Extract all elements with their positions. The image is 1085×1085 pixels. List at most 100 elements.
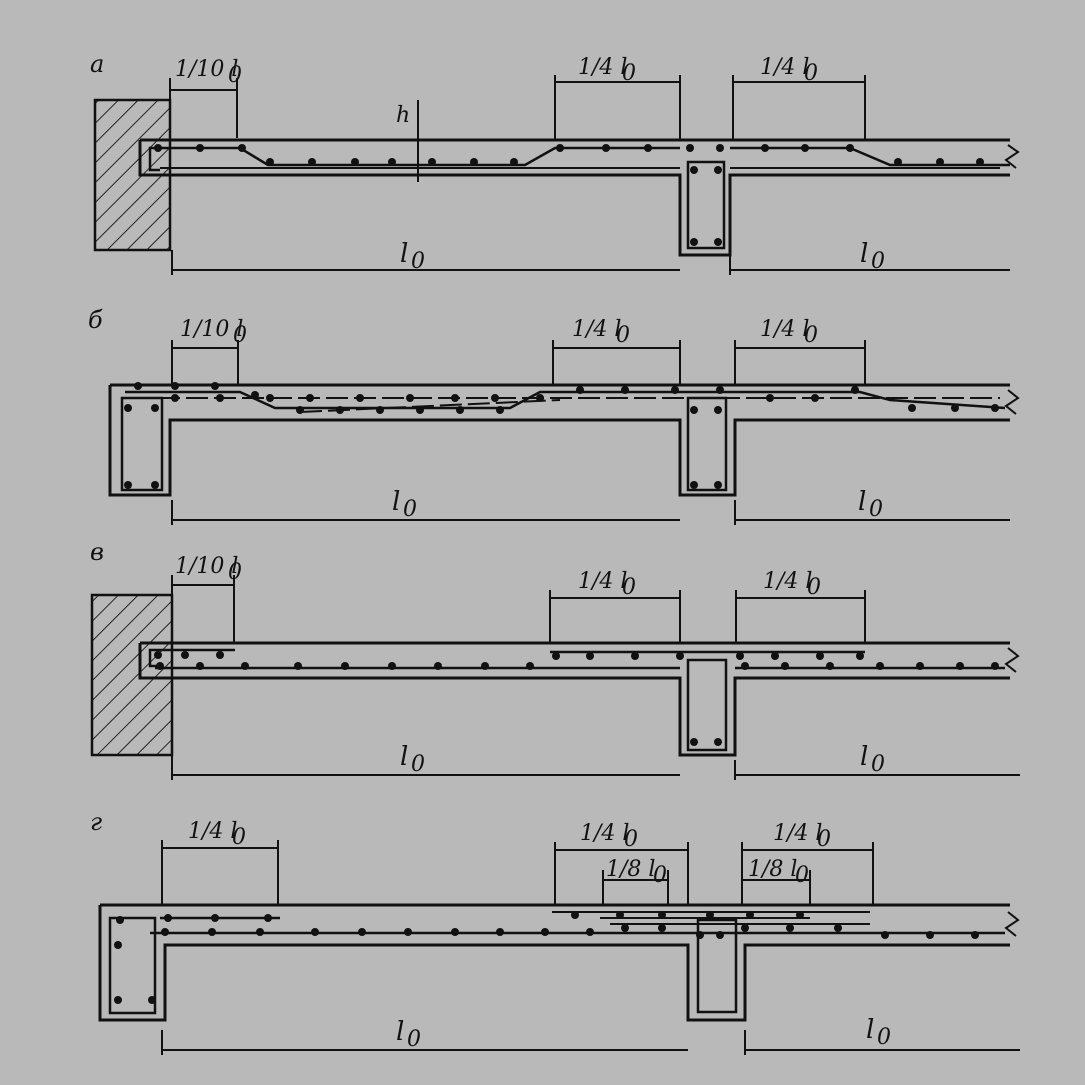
rebar-dot — [171, 382, 179, 390]
panel-a-height-label: h — [396, 103, 410, 128]
panel-b-dim-line-left — [171, 340, 239, 385]
rebar-dot — [451, 394, 459, 402]
rebar-dot — [341, 662, 349, 670]
panel-c-beam-stirrup — [686, 658, 728, 752]
panel-c-dim-mid: 1/4 l — [578, 569, 627, 594]
panel-a-span-right: l — [860, 239, 868, 269]
rebar-dot — [216, 394, 224, 402]
rebar-dot — [690, 406, 698, 414]
rebar-dot — [196, 144, 204, 152]
panel-a-dim-line-mid — [554, 75, 681, 140]
rebar-dot — [171, 394, 179, 402]
rebar-dot — [926, 931, 934, 939]
panel-a: а 1/10 l 0 1/4 l 0 1/4 l 0 h l 0 l 0 — [90, 50, 1020, 275]
rebar-dot — [451, 928, 459, 936]
panel-b-slab — [108, 383, 1010, 497]
rebar-dot — [716, 144, 724, 152]
panel-b-span-line — [171, 500, 1010, 525]
rebar-dot — [741, 924, 749, 932]
panel-b-span-right: l — [858, 487, 866, 517]
panel-b-rebar-top — [125, 390, 1006, 410]
panel-c-dim-right: 1/4 l — [763, 569, 812, 594]
panel-a-dim-line-left — [169, 78, 238, 138]
rebar-dot — [306, 394, 314, 402]
rebar-dot — [616, 911, 624, 919]
panel-c-wall — [90, 593, 174, 757]
rebar-dot — [816, 652, 824, 660]
rebar-dot — [991, 404, 999, 412]
panel-c-dim-line-mid — [549, 590, 681, 643]
rebar-dot — [196, 662, 204, 670]
panel-a-dim-right-sub: 0 — [804, 61, 818, 86]
rebar-dot — [358, 928, 366, 936]
panel-d-span-left: l — [396, 1017, 404, 1047]
rebar-dot — [552, 652, 560, 660]
panel-d-span-left-sub: 0 — [407, 1027, 421, 1052]
rebar-dot — [164, 914, 172, 922]
panel-d-dim-line-left — [161, 840, 279, 905]
rebar-dot — [294, 662, 302, 670]
rebar-dot — [786, 924, 794, 932]
rebar-dot — [264, 914, 272, 922]
rebar-dot — [706, 911, 714, 919]
rebar-dot — [388, 662, 396, 670]
rebar-dot — [766, 394, 774, 402]
rebar-dot — [536, 394, 544, 402]
rebar-dot — [671, 386, 679, 394]
panel-a-dim-mid-sub: 0 — [622, 61, 636, 86]
rebar-dot — [404, 928, 412, 936]
rebar-dot — [716, 931, 724, 939]
rebar-dot — [690, 166, 698, 174]
panel-d: г 1/4 l 0 1/4 l 0 1/8 l 0 1/4 l 0 1/8 l … — [90, 808, 1020, 1055]
panel-c-span-right: l — [860, 742, 868, 772]
panel-c: в 1/10 l 0 1/4 l 0 1/4 l 0 l 0 l 0 — [90, 538, 1020, 780]
rebar-dot — [116, 916, 124, 924]
panel-b-span-left-sub: 0 — [403, 497, 417, 522]
rebar-dot — [846, 144, 854, 152]
panel-d-span-line — [161, 1030, 1020, 1055]
rebar-dot — [496, 928, 504, 936]
rebar-dot — [154, 651, 162, 659]
panel-b-dim-right-sub: 0 — [804, 323, 818, 348]
panel-c-break-mark — [1004, 647, 1020, 673]
rebar-dot — [256, 928, 264, 936]
rebar-dot — [211, 382, 219, 390]
panel-c-letter: в — [90, 538, 104, 566]
rebar-dot — [714, 238, 722, 246]
panel-a-letter: а — [90, 50, 104, 78]
rebar-dot — [714, 166, 722, 174]
rebar-dot — [690, 238, 698, 246]
rebar-dot — [161, 928, 169, 936]
rebar-dot — [916, 662, 924, 670]
panel-a-span-right-sub: 0 — [871, 249, 885, 274]
panel-a-span-left: l — [400, 239, 408, 269]
panel-d-sub-left: 1/8 l — [606, 857, 655, 882]
rebar-dot — [238, 144, 246, 152]
rebar-dot — [676, 652, 684, 660]
panel-b-break-mark — [1004, 389, 1020, 415]
rebar-dot — [541, 928, 549, 936]
panel-d-sub-left-sub: 0 — [653, 863, 667, 888]
rebar-dot — [211, 914, 219, 922]
panel-d-dim-mid-sub: 0 — [624, 827, 638, 852]
rebar-dot — [571, 911, 579, 919]
panel-d-beam-stirrup — [696, 918, 738, 1014]
rebar-dot — [856, 652, 864, 660]
rebar-dot — [716, 386, 724, 394]
panel-a-rebar-dots — [154, 144, 984, 246]
rebar-dot — [154, 144, 162, 152]
panel-b-dim-line-mid — [552, 340, 681, 385]
panel-d-break-mark — [1004, 911, 1020, 937]
rebar-dot — [741, 662, 749, 670]
rebar-dot — [496, 406, 504, 414]
rebar-dot — [406, 394, 414, 402]
panel-b-dim-mid-sub: 0 — [616, 323, 630, 348]
rebar-dot — [714, 738, 722, 746]
panel-b-dim-right: 1/4 l — [760, 317, 809, 342]
panel-c-span-left-sub: 0 — [411, 752, 425, 777]
panel-b-span-right-sub: 0 — [869, 497, 883, 522]
panel-d-dim-line-mid-sub — [602, 870, 669, 905]
rebar-dot — [388, 158, 396, 166]
rebar-dot — [156, 662, 164, 670]
panel-c-span-line — [171, 755, 1020, 780]
